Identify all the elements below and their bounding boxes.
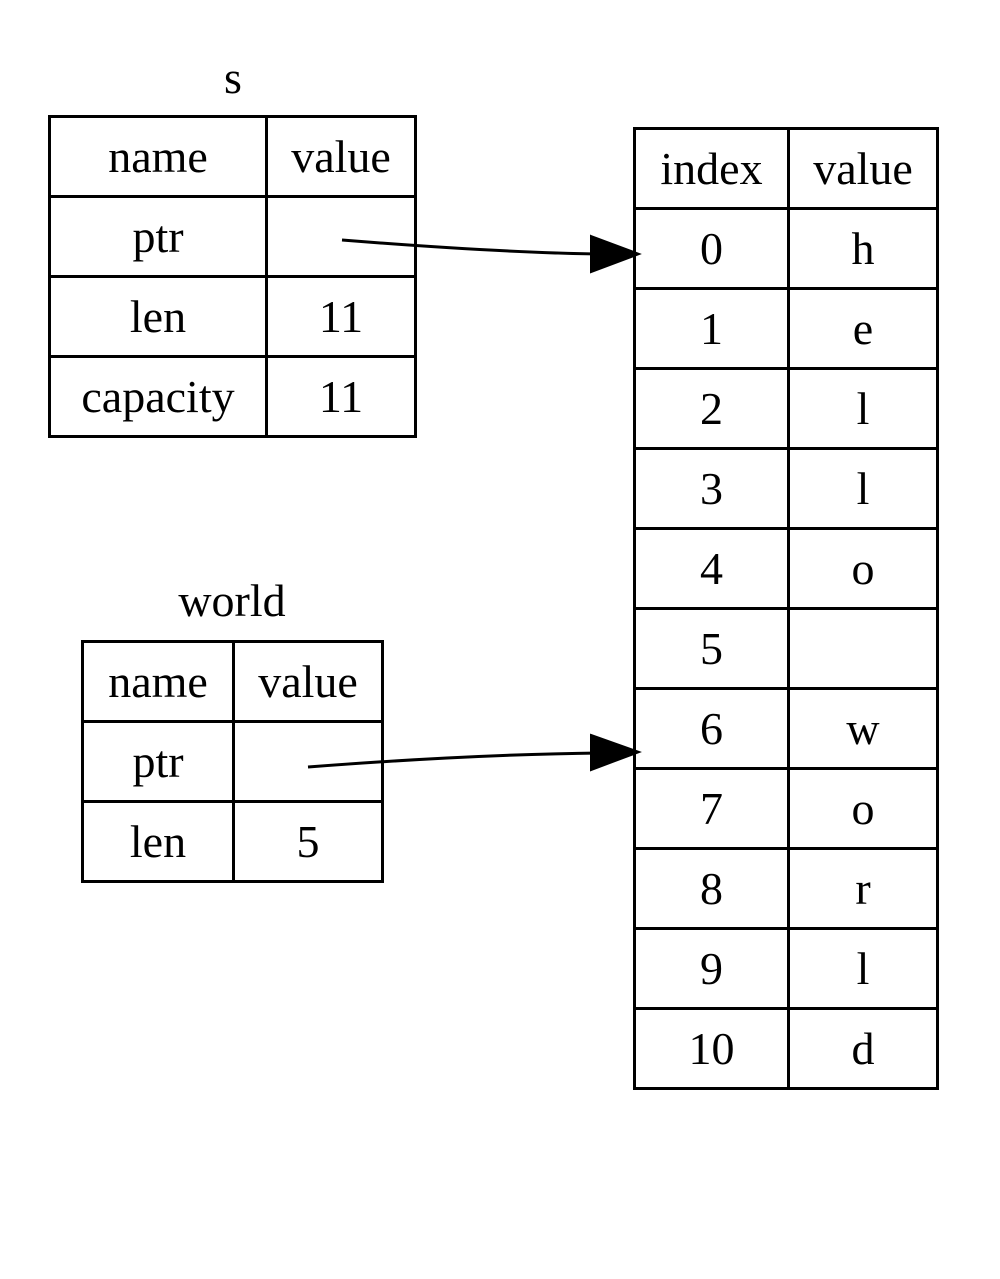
heap-index-cell: 3 <box>633 447 790 530</box>
s-len-value: 11 <box>265 275 417 358</box>
heap-index-cell: 1 <box>633 287 790 370</box>
heap-header-index: index <box>633 127 790 210</box>
heap-index-cell: 4 <box>633 527 790 610</box>
world-ptr-arrowhead <box>590 733 642 772</box>
heap-index-cell: 5 <box>633 607 790 690</box>
heap-row-9: 9 l <box>633 927 939 1010</box>
heap-value-cell: h <box>787 207 939 290</box>
heap-index-cell: 10 <box>633 1007 790 1090</box>
world-len-name: len <box>81 800 235 883</box>
heap-row-0: 0 h <box>633 207 939 290</box>
world-header-row: name value <box>81 640 384 723</box>
s-ptr-arrow <box>341 234 642 274</box>
s-row-ptr: ptr <box>48 195 417 278</box>
world-row-ptr: ptr <box>81 720 384 803</box>
s-ptr-arrowhead <box>590 234 642 274</box>
world-header-value: value <box>232 640 384 723</box>
heap-row-1: 1 e <box>633 287 939 370</box>
s-header-name: name <box>48 115 268 198</box>
heap-value-cell <box>787 607 939 690</box>
heap-row-10: 10 d <box>633 1007 939 1090</box>
s-header-value: value <box>265 115 417 198</box>
s-ptr-value <box>265 195 417 278</box>
heap-row-8: 8 r <box>633 847 939 930</box>
s-title: s <box>224 52 242 103</box>
world-row-len: len 5 <box>81 800 384 883</box>
heap-value-cell: l <box>787 367 939 450</box>
s-row-capacity: capacity 11 <box>48 355 417 438</box>
heap-index-cell: 9 <box>633 927 790 1010</box>
s-capacity-name: capacity <box>48 355 268 438</box>
heap-header-value: value <box>787 127 939 210</box>
heap-value-cell: o <box>787 527 939 610</box>
heap-value-cell: d <box>787 1007 939 1090</box>
heap-value-cell: r <box>787 847 939 930</box>
heap-value-cell: w <box>787 687 939 770</box>
heap-index-cell: 6 <box>633 687 790 770</box>
heap-table: index value 0 h 1 e 2 l 3 l 4 o 5 6 w 7 … <box>633 127 939 1090</box>
heap-row-7: 7 o <box>633 767 939 850</box>
world-table: name value ptr len 5 <box>81 640 384 883</box>
world-ptr-arrow <box>307 733 642 772</box>
heap-index-cell: 2 <box>633 367 790 450</box>
heap-index-cell: 7 <box>633 767 790 850</box>
s-header-row: name value <box>48 115 417 198</box>
s-capacity-value: 11 <box>265 355 417 438</box>
world-ptr-name: ptr <box>81 720 235 803</box>
heap-row-6: 6 w <box>633 687 939 770</box>
heap-value-cell: o <box>787 767 939 850</box>
heap-header-row: index value <box>633 127 939 210</box>
world-ptr-value <box>232 720 384 803</box>
s-ptr-name: ptr <box>48 195 268 278</box>
heap-row-4: 4 o <box>633 527 939 610</box>
heap-value-cell: e <box>787 287 939 370</box>
heap-row-2: 2 l <box>633 367 939 450</box>
heap-value-cell: l <box>787 927 939 1010</box>
heap-value-cell: l <box>787 447 939 530</box>
heap-row-5: 5 <box>633 607 939 690</box>
heap-row-3: 3 l <box>633 447 939 530</box>
world-len-value: 5 <box>232 800 384 883</box>
s-len-name: len <box>48 275 268 358</box>
s-table: name value ptr len 11 capacity 11 <box>48 115 417 438</box>
world-header-name: name <box>81 640 235 723</box>
s-row-len: len 11 <box>48 275 417 358</box>
heap-index-cell: 0 <box>633 207 790 290</box>
world-title: world <box>178 575 286 626</box>
heap-index-cell: 8 <box>633 847 790 930</box>
